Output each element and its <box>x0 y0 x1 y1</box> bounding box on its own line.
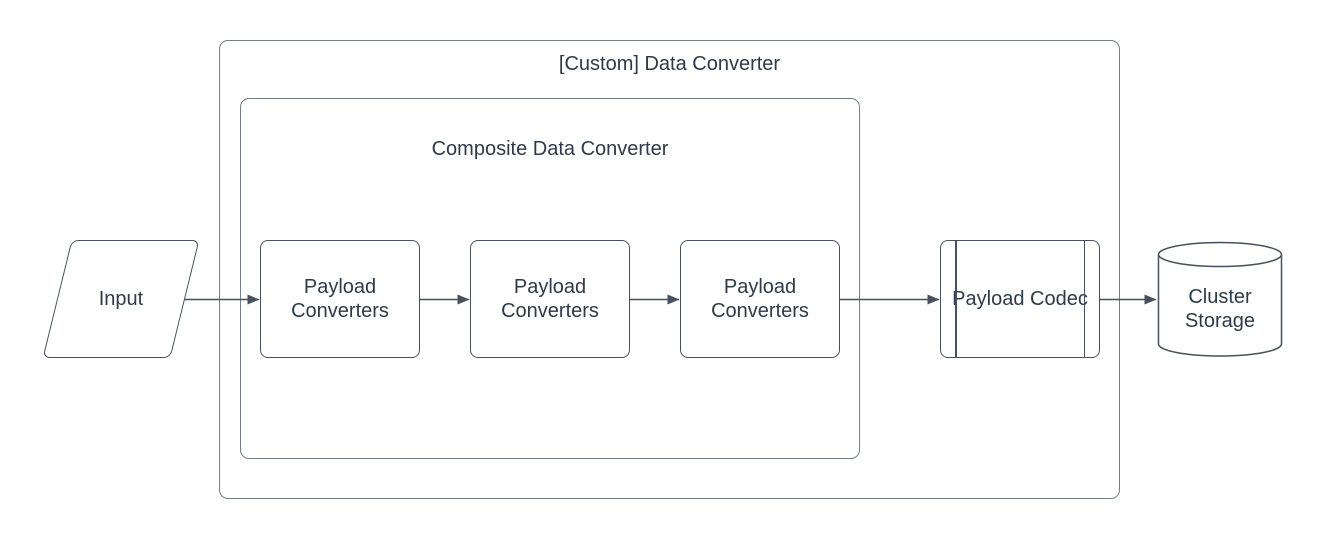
custom-data-converter-title: [Custom] Data Converter <box>558 53 781 75</box>
cluster-storage-label: Cluster Storage <box>1184 286 1256 332</box>
cluster-storage-shape: Cluster Storage <box>1157 241 1283 359</box>
payload-converters-label-2: Payload Converters <box>501 276 599 322</box>
payload-converters-box-3: Payload Converters <box>680 240 840 358</box>
payload-converters-box-2: Payload Converters <box>470 240 630 358</box>
payload-converters-label-1: Payload Converters <box>291 276 389 322</box>
codec-left-bar <box>955 241 957 357</box>
payload-codec-label: Payload Codec <box>952 288 1088 310</box>
payload-converters-box-1: Payload Converters <box>260 240 420 358</box>
payload-codec-box: Payload Codec <box>940 240 1100 358</box>
composite-data-converter-title: Composite Data Converter <box>431 138 669 160</box>
codec-right-bar <box>1083 241 1085 357</box>
input-label: Input <box>98 287 144 310</box>
cylinder-graphic <box>1157 241 1283 357</box>
payload-converters-label-3: Payload Converters <box>711 276 809 322</box>
